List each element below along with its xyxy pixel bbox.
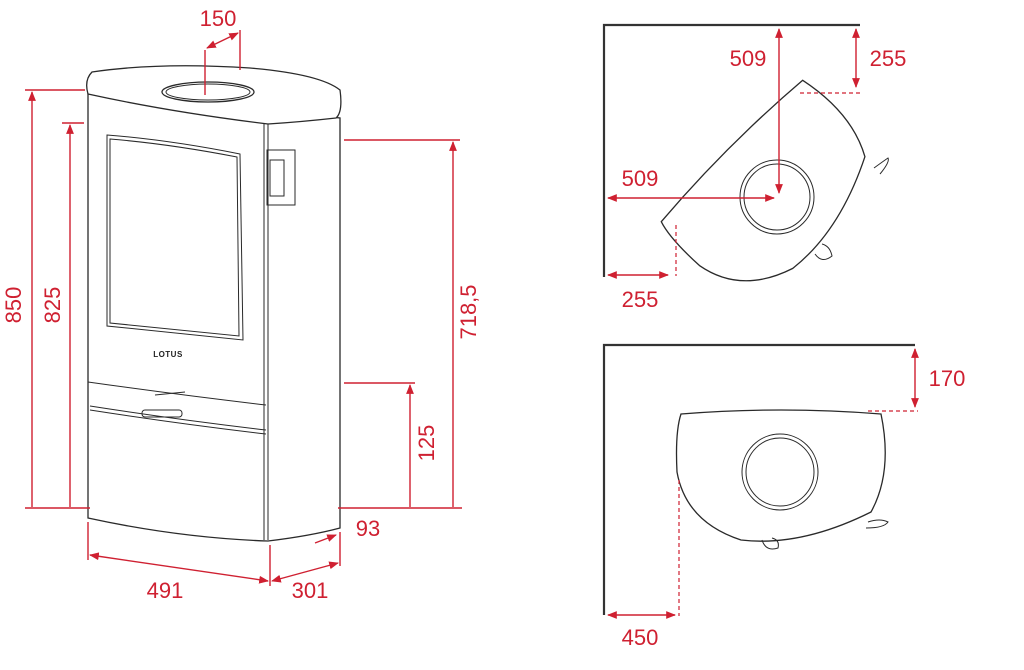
dim-850: 850 [1,287,26,324]
corner-plan-view: 509 255 509 255 [602,23,907,316]
handle-icon [865,519,889,529]
dim-150: 150 [200,6,237,31]
corner-wall [602,23,860,277]
ash-drawer [87,381,267,406]
dim-718-5: 718,5 [456,284,481,339]
dim-255-left: 255 [622,287,659,312]
dim-825: 825 [40,287,65,324]
door-handle [266,149,296,206]
flue-circle [741,433,819,511]
dim-93: 93 [356,516,380,541]
dim-450: 450 [622,625,659,650]
dim-491: 491 [147,578,184,603]
dim-509-left: 509 [622,166,659,191]
dim-255-top: 255 [870,46,907,71]
handle-icon [873,157,889,175]
dim-301: 301 [292,578,329,603]
logo: LOTUS [153,350,183,359]
stove-body [87,91,341,542]
knob-icon [814,243,833,260]
back-wall [602,343,915,615]
drawer-handle [141,409,183,418]
dim-170: 170 [929,366,966,391]
dim-509-top: 509 [730,46,767,71]
knob-icon [761,537,779,550]
dim-125: 125 [414,425,439,462]
door-glass [106,134,244,341]
stove-front-view: LOTUS [86,65,342,542]
flue-collar [161,81,255,103]
wall-plan-view: 170 450 [602,343,966,650]
front-dimensions: 150 850 825 718,5 125 93 491 301 [1,6,481,603]
